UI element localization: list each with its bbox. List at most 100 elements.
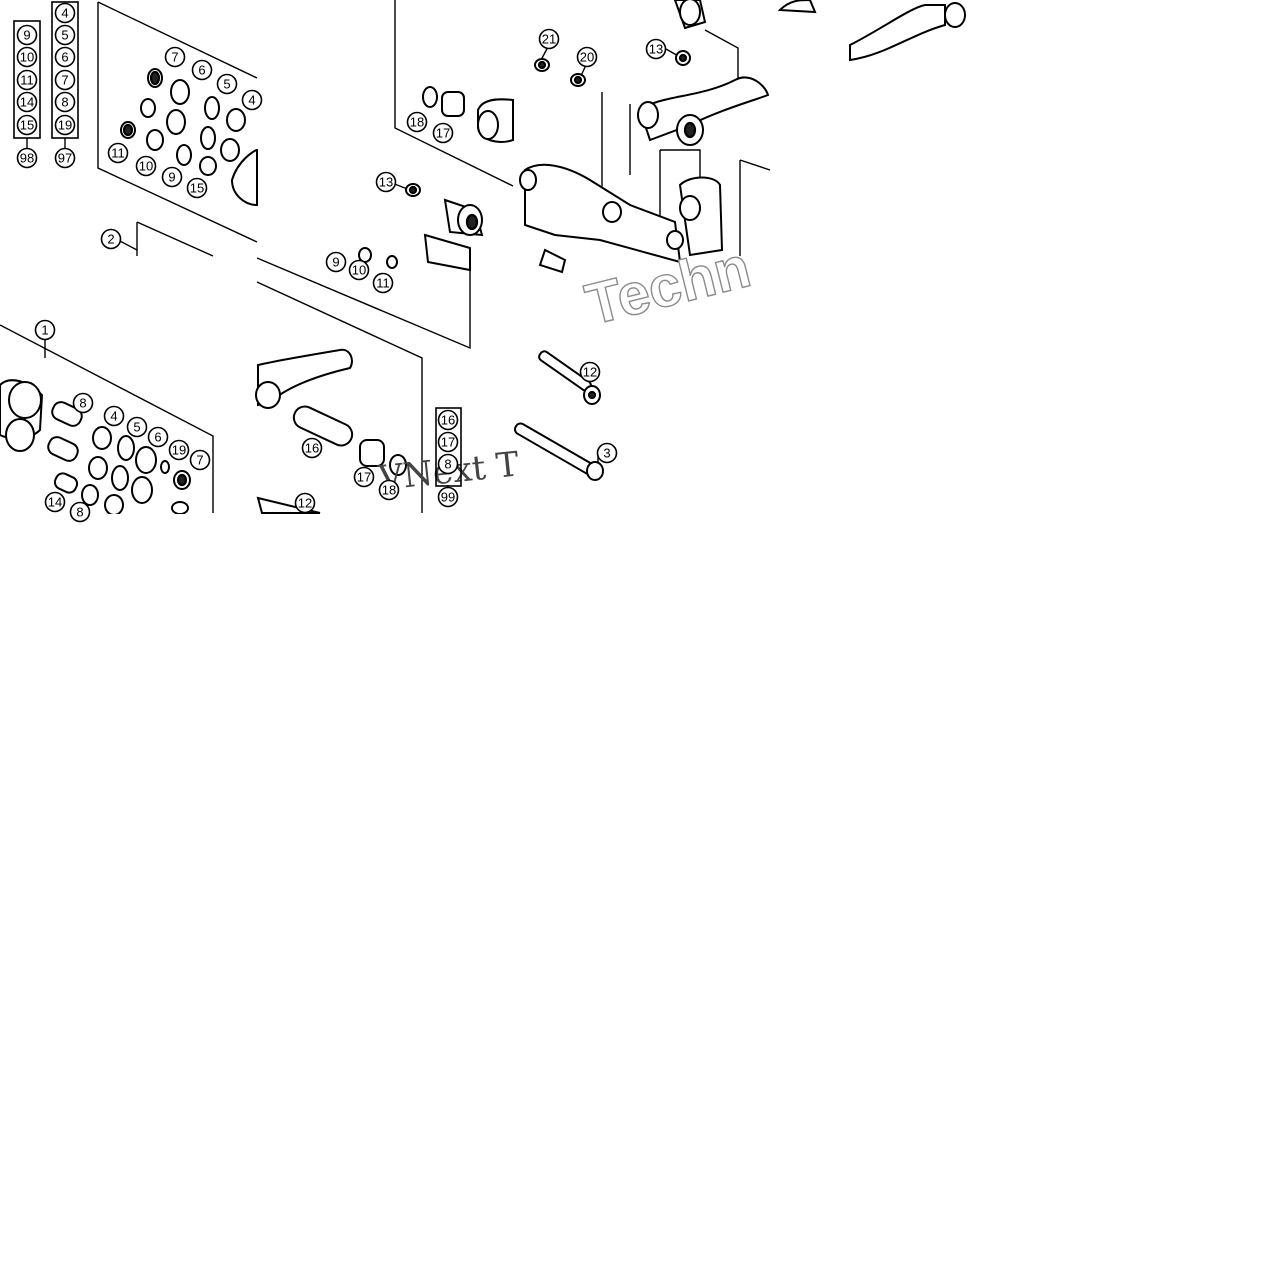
callout-number: 98 <box>20 151 34 166</box>
callout-number: 9 <box>23 28 30 43</box>
callout-number: 3 <box>603 446 610 461</box>
callout-circle <box>241 89 263 111</box>
callout-circle <box>16 24 38 46</box>
callout-circle <box>375 171 397 193</box>
callout-circle <box>54 46 76 68</box>
callout-8: 8 <box>437 453 459 475</box>
callout-number: 19 <box>58 118 72 133</box>
callout-number: 15 <box>20 118 34 133</box>
callout-circle <box>69 501 91 523</box>
callout-number: 14 <box>20 95 34 110</box>
callout-99: 99 <box>437 486 459 508</box>
callout-10: 10 <box>348 259 370 281</box>
callout-number: 16 <box>305 441 319 456</box>
callout-number: 18 <box>410 115 424 130</box>
callout-9: 9 <box>16 24 38 46</box>
callout-number: 11 <box>20 73 34 88</box>
callout-8: 8 <box>69 501 91 523</box>
callout-9: 9 <box>325 251 347 273</box>
callout-circle <box>294 492 316 514</box>
callout-circle <box>168 439 190 461</box>
callout-number: 5 <box>61 28 68 43</box>
callout-5: 5 <box>216 73 238 95</box>
callout-11: 11 <box>372 272 394 294</box>
callout-10: 10 <box>16 46 38 68</box>
callout-circle <box>596 442 618 464</box>
callout-number: 5 <box>223 77 230 92</box>
callout-97: 97 <box>54 147 76 169</box>
bottom-left-kit-parts <box>0 379 191 516</box>
bottom-middle-parts <box>255 348 407 514</box>
callout-13: 13 <box>375 171 397 193</box>
callout-number: 2 <box>107 232 114 247</box>
callout-21: 21 <box>538 28 560 50</box>
callout-number: 99 <box>441 490 455 505</box>
callout-number: 17 <box>441 435 455 450</box>
callout-labels: 9101114159845678199716178997654111091518… <box>16 2 667 523</box>
callout-circle <box>135 155 157 177</box>
callout-17: 17 <box>353 466 375 488</box>
callout-number: 12 <box>298 496 312 511</box>
callout-circle <box>54 69 76 91</box>
callout-number: 11 <box>111 146 125 161</box>
callout-16: 16 <box>437 409 459 431</box>
callout-number: 17 <box>357 470 371 485</box>
callout-number: 8 <box>76 505 83 520</box>
callout-17: 17 <box>437 431 459 453</box>
callout-number: 9 <box>168 170 175 185</box>
callout-number: 10 <box>139 159 153 174</box>
callout-8: 8 <box>54 91 76 113</box>
callout-circle <box>16 91 38 113</box>
callout-12: 12 <box>579 361 601 383</box>
right-frame-parts <box>519 0 966 274</box>
callout-circle <box>216 73 238 95</box>
callout-circle <box>432 122 454 144</box>
callout-number: 8 <box>444 457 451 472</box>
callout-circle <box>34 319 56 341</box>
callout-number: 8 <box>79 396 86 411</box>
callout-circle <box>54 114 76 136</box>
callout-number: 10 <box>352 263 366 278</box>
callout-circle <box>191 59 213 81</box>
kit-98-box <box>13 20 41 139</box>
center-linkage-parts <box>358 183 484 272</box>
callout-number: 6 <box>198 63 205 78</box>
callout-circle <box>325 251 347 273</box>
callout-number: 7 <box>196 453 203 468</box>
callout-circle <box>54 2 76 24</box>
callout-circle <box>576 46 598 68</box>
callout-number: 11 <box>376 276 390 291</box>
callout-number: 16 <box>441 413 455 428</box>
callout-11: 11 <box>16 69 38 91</box>
callout-circle <box>126 416 148 438</box>
callout-circle <box>353 466 375 488</box>
callout-number: 10 <box>20 50 34 65</box>
callout-11: 11 <box>107 142 129 164</box>
callout-5: 5 <box>126 416 148 438</box>
top-middle-parts <box>422 86 514 143</box>
callout-circle <box>161 166 183 188</box>
callout-20: 20 <box>576 46 598 68</box>
callout-5: 5 <box>54 24 76 46</box>
callout-6: 6 <box>54 46 76 68</box>
callout-circle <box>100 228 122 250</box>
callout-10: 10 <box>135 155 157 177</box>
callout-number: 18 <box>382 483 396 498</box>
callout-number: 97 <box>58 151 72 166</box>
callout-number: 4 <box>61 6 68 21</box>
callout-9: 9 <box>161 166 183 188</box>
callout-number: 7 <box>171 50 178 65</box>
callout-15: 15 <box>186 177 208 199</box>
callout-13: 13 <box>645 38 667 60</box>
callout-19: 19 <box>54 114 76 136</box>
callout-circle <box>103 405 125 427</box>
callout-circle <box>437 431 459 453</box>
bolt-parts <box>513 350 604 481</box>
callout-18: 18 <box>406 111 428 133</box>
callout-circle <box>186 177 208 199</box>
callout-4: 4 <box>241 89 263 111</box>
callout-12: 12 <box>294 492 316 514</box>
callout-circle <box>164 46 186 68</box>
callout-circle <box>579 361 601 383</box>
